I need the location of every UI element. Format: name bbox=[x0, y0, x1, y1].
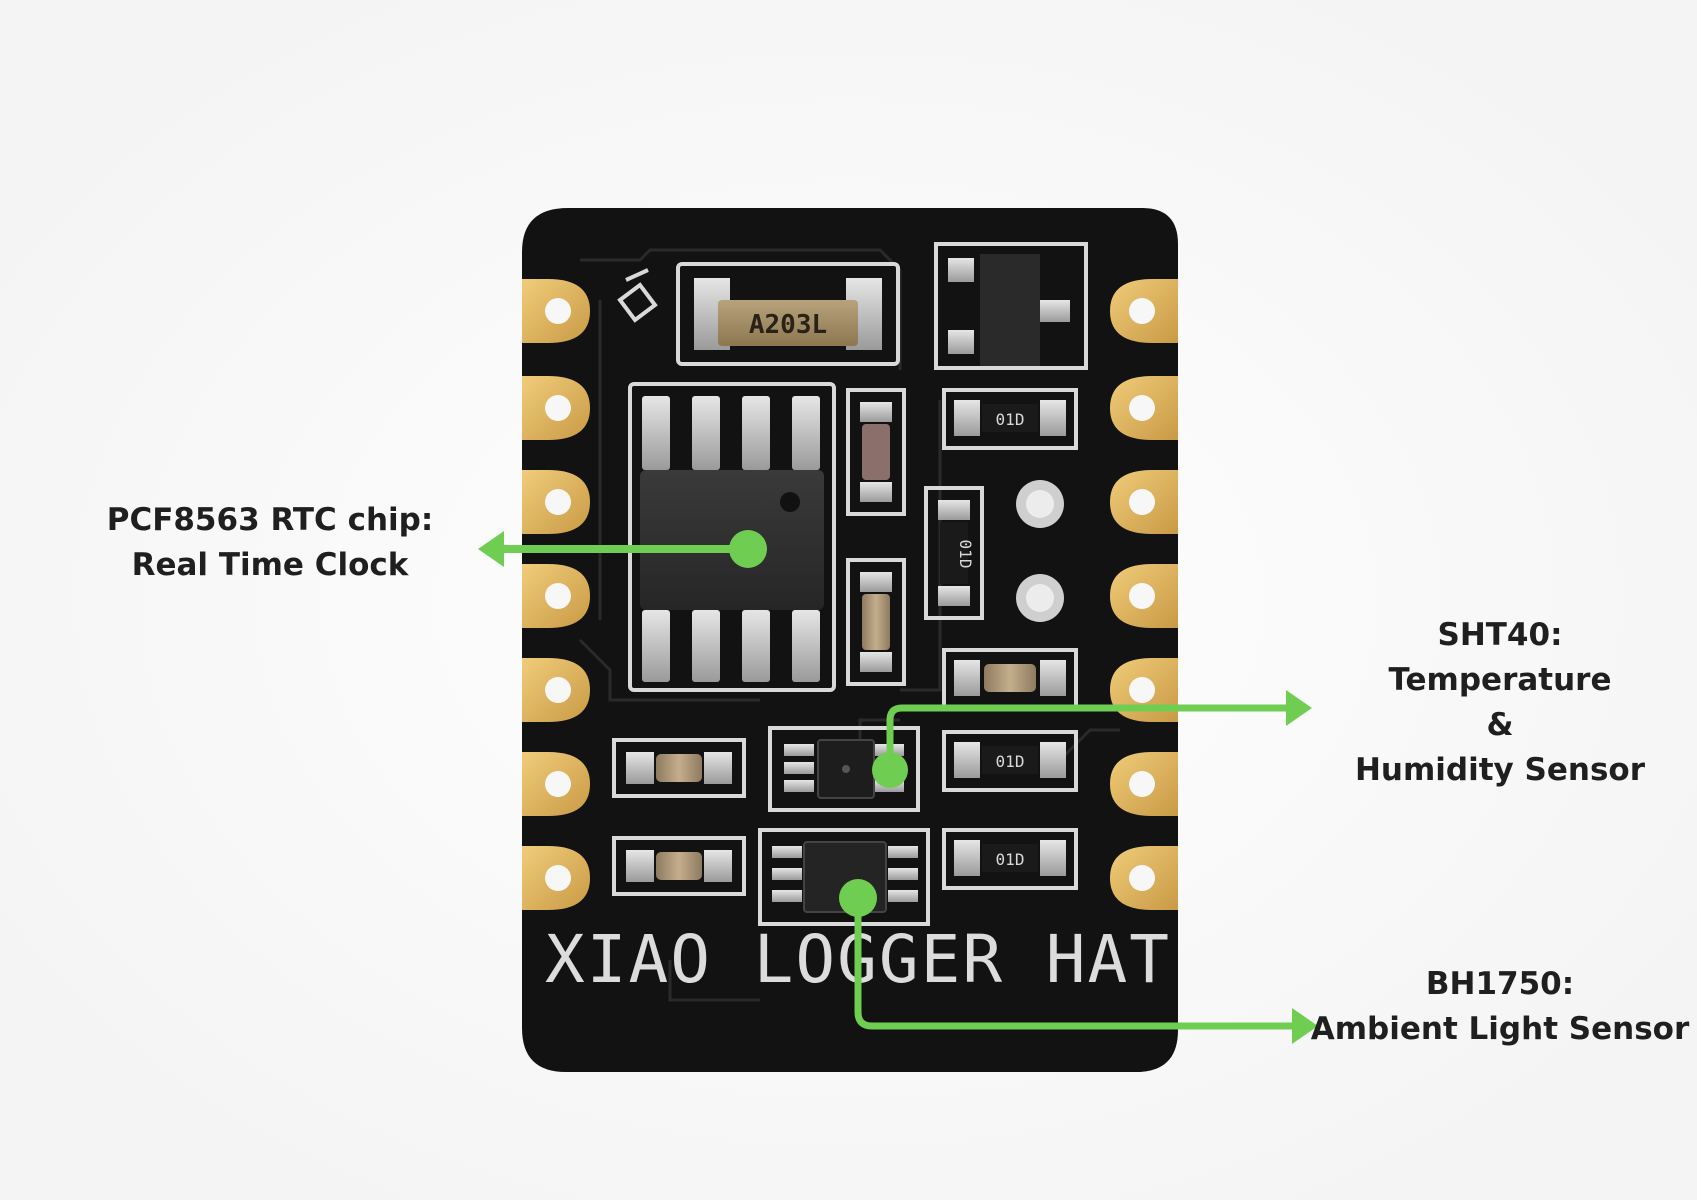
castellated-pad-right bbox=[1110, 376, 1178, 440]
resistor: 01D bbox=[942, 828, 1078, 890]
sht-callout-line1: SHT40: bbox=[1437, 617, 1563, 653]
resistor-marking: 01D bbox=[996, 850, 1025, 869]
castellated-pad-left bbox=[522, 752, 590, 816]
pin1-dot bbox=[780, 492, 800, 512]
transistor-footprint bbox=[934, 242, 1088, 370]
sht-callout-line3: & bbox=[1486, 707, 1514, 743]
castellated-pad-left bbox=[522, 564, 590, 628]
crystal-marking: A203L bbox=[749, 310, 827, 340]
rtc-callout-label: PCF8563 RTC chip: Real Time Clock bbox=[70, 498, 470, 588]
castellated-pad-left bbox=[522, 658, 590, 722]
vertical-resistor-marking: 01D bbox=[956, 540, 975, 569]
bh-callout-line1: BH1750: bbox=[1425, 966, 1575, 1002]
rtc-callout-line1: PCF8563 RTC chip: bbox=[106, 502, 434, 538]
bh-arrow bbox=[839, 879, 1318, 1044]
capacitor-column: 01D bbox=[846, 388, 984, 686]
castellated-pad-left bbox=[522, 279, 590, 343]
rtc-pin bbox=[642, 396, 670, 470]
rtc-pin bbox=[692, 396, 720, 470]
rtc-pin bbox=[742, 610, 770, 682]
sht40-footprint bbox=[768, 726, 920, 812]
sht-callout-line2: Temperature bbox=[1388, 662, 1612, 698]
castellated-pad-right bbox=[1110, 846, 1178, 910]
mounting-vias bbox=[1016, 480, 1064, 622]
rtc-pin bbox=[792, 396, 820, 470]
castellated-pad-left bbox=[522, 376, 590, 440]
capacitor bbox=[942, 648, 1078, 710]
sht-callout-label: SHT40: Temperature & Humidity Sensor bbox=[1350, 613, 1650, 793]
bh-callout-line2: Ambient Light Sensor bbox=[1310, 1011, 1690, 1047]
resistor-marking: 01D bbox=[996, 410, 1025, 429]
resistor: 01D bbox=[942, 730, 1078, 792]
polarity-mark bbox=[617, 268, 658, 323]
right-resistors: 01D 01D 01D bbox=[942, 388, 1078, 890]
resistor-marking: 01D bbox=[996, 752, 1025, 771]
castellated-pad-right bbox=[1110, 752, 1178, 816]
castellated-pad-right bbox=[1110, 279, 1178, 343]
rtc-pin bbox=[692, 610, 720, 682]
sht-callout-line4: Humidity Sensor bbox=[1354, 752, 1646, 788]
bh1750-footprint bbox=[758, 828, 930, 926]
castellated-pad-right bbox=[1110, 564, 1178, 628]
rtc-pin bbox=[792, 610, 820, 682]
rtc-arrow bbox=[478, 530, 767, 568]
sht-arrow bbox=[872, 690, 1312, 788]
left-castellated-pads bbox=[522, 279, 590, 910]
rtc-pin bbox=[642, 610, 670, 682]
castellated-pad-left bbox=[522, 846, 590, 910]
bh-callout-label: BH1750: Ambient Light Sensor bbox=[1300, 962, 1697, 1052]
resistor: 01D bbox=[942, 388, 1078, 450]
right-castellated-pads bbox=[1110, 279, 1178, 910]
rtc-callout-line2: Real Time Clock bbox=[131, 547, 409, 583]
rtc-pin bbox=[742, 396, 770, 470]
castellated-pad-right bbox=[1110, 658, 1178, 722]
left-capacitors bbox=[612, 738, 746, 896]
castellated-pad-right bbox=[1110, 470, 1178, 534]
castellated-pad-left bbox=[522, 470, 590, 534]
crystal-footprint: A203L bbox=[676, 262, 900, 366]
